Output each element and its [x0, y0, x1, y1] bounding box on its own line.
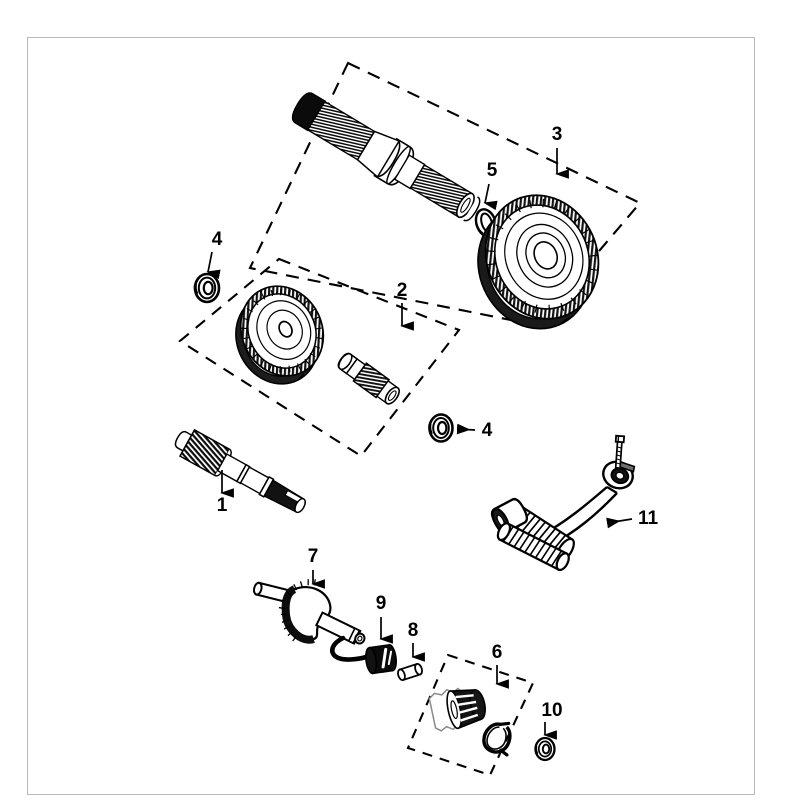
- callout-3: 3: [552, 124, 569, 179]
- callout-label-4-lower: 4: [482, 420, 493, 441]
- callout-label-9: 9: [376, 593, 387, 614]
- part-intermediate-gear-medium: [235, 285, 325, 385]
- callout-label-10: 10: [541, 700, 562, 721]
- callout-7: 7: [308, 546, 325, 589]
- part-main-shaft-splined: [291, 92, 481, 222]
- part-flat-washer: [534, 736, 556, 762]
- part-splined-hub: [428, 687, 486, 732]
- callout-label-11: 11: [638, 508, 659, 529]
- callout-arrow-4-lower: [456, 423, 476, 435]
- group-box-2: [178, 257, 461, 458]
- part-pinch-bolt: [614, 434, 626, 470]
- part-drive-shaft-splined: [174, 428, 306, 514]
- callout-arrow-11: [606, 517, 633, 529]
- part-ball-bearing-lower: [428, 413, 454, 443]
- callout-arrow-5: [483, 183, 498, 211]
- callout-5: 5: [483, 160, 498, 211]
- part-kickstarter-spindle-ratchet: [252, 579, 377, 662]
- callout-11: 11: [606, 508, 659, 529]
- callout-arrow-4-upper: [206, 251, 221, 280]
- callout-9: 9: [376, 593, 393, 644]
- part-ball-bearing-upper: [193, 272, 221, 304]
- part-kick-lever-arm: [490, 460, 636, 572]
- callout-6: 6: [492, 642, 509, 689]
- part-intermediate-pinion-shaft: [337, 352, 400, 405]
- part-dowel-pin: [397, 662, 423, 682]
- callout-label-5: 5: [487, 160, 498, 181]
- callout-label-7: 7: [308, 546, 319, 567]
- callout-4-upper: 4: [206, 229, 223, 280]
- callout-1: 1: [217, 470, 234, 516]
- callout-label-8: 8: [408, 620, 419, 641]
- callout-label-1: 1: [217, 495, 228, 516]
- callout-10: 10: [541, 700, 563, 740]
- part-bushing-collar: [365, 643, 397, 675]
- callout-label-3: 3: [552, 124, 563, 145]
- callout-label-4-upper: 4: [212, 229, 223, 250]
- part-circlip-c-clip: [482, 721, 512, 757]
- callout-label-6: 6: [492, 642, 503, 663]
- callout-2: 2: [397, 280, 414, 331]
- group-box-6: [406, 653, 535, 777]
- callout-label-2: 2: [397, 280, 408, 301]
- callout-4-lower: 4: [456, 420, 493, 441]
- part-final-driven-gear-large: [477, 194, 600, 330]
- callout-8: 8: [408, 620, 425, 662]
